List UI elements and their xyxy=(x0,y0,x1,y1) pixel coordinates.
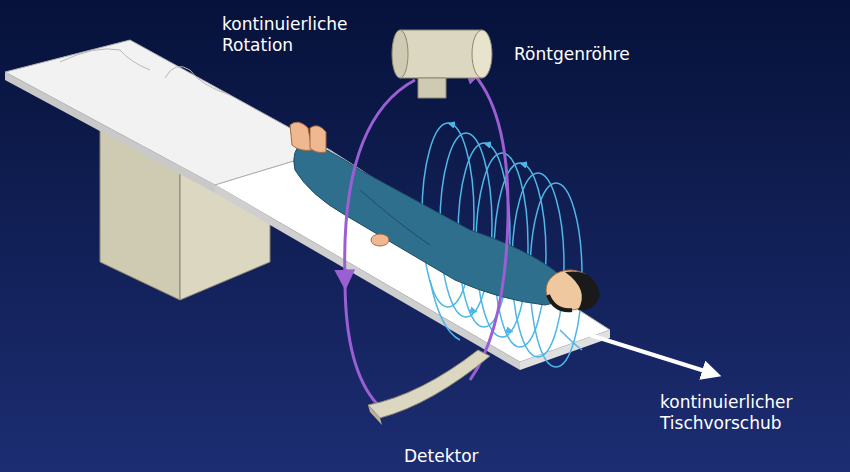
annotation-label: Detektor xyxy=(404,446,524,467)
patient-table xyxy=(5,40,610,370)
motion-arrow xyxy=(590,335,708,372)
annotation-label: kontinuierlicher Tischvorschub xyxy=(660,392,845,434)
xray-tube xyxy=(392,30,492,98)
detector xyxy=(368,350,490,425)
annotation-label: kontinuierliche Rotation xyxy=(222,14,372,56)
spiral-front xyxy=(430,280,582,350)
annotation-label: Röntgenröhre xyxy=(514,44,674,65)
